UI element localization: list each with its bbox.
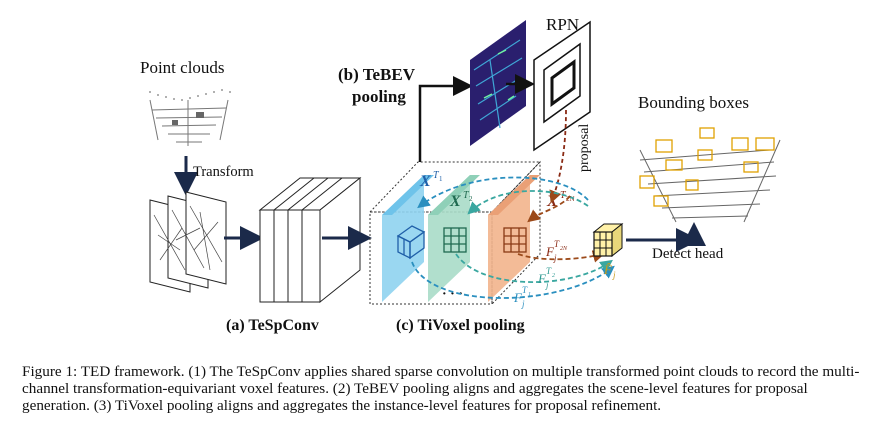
tebev-arrow <box>418 76 473 162</box>
svg-text:T: T <box>463 190 470 201</box>
bev-feature-map <box>470 20 526 146</box>
voxel-grid-blue <box>396 225 426 260</box>
rpn-block <box>533 20 591 152</box>
svg-text:2N: 2N <box>560 246 568 252</box>
transform-label: Transform <box>193 164 254 180</box>
svg-text:j: j <box>545 280 549 290</box>
voxel-grid-orange <box>503 227 527 253</box>
f-hat-subscript: j <box>612 270 616 280</box>
f-hat-label: F̂ <box>603 262 613 277</box>
tivoxel-label: (c) TiVoxel pooling <box>396 317 525 334</box>
x-t2-label: X T 2 <box>449 190 473 210</box>
svg-text:T: T <box>522 285 528 295</box>
tespconv-block <box>258 176 362 304</box>
tebev-label-line1: (b) TeBEV <box>338 65 416 84</box>
svg-text:F: F <box>513 290 523 305</box>
rpn-label: RPN <box>546 15 579 34</box>
curve-blue-bottom <box>411 261 615 299</box>
curve-blue-top <box>417 176 589 209</box>
svg-text:X: X <box>449 193 461 210</box>
svg-text:F: F <box>545 244 555 259</box>
ellipsis: · · · <box>442 287 463 302</box>
f-t2n-label: F j T 2N <box>545 239 568 263</box>
x-t1-label: X T 1 <box>419 170 443 190</box>
feature-slab-green <box>428 175 480 302</box>
svg-text:F: F <box>537 271 547 286</box>
curve-brown-top <box>527 195 571 223</box>
tespconv-label: (a) TeSpConv <box>226 317 319 334</box>
f-t2-label: F j T 2 <box>537 266 555 290</box>
svg-text:j: j <box>553 253 557 263</box>
a-star-superscript: * <box>510 123 515 133</box>
svg-text:1: 1 <box>439 175 443 183</box>
voxel-grid-green <box>443 227 467 253</box>
detect-head-label: Detect head <box>652 246 724 262</box>
bounding-boxes-image <box>639 127 781 223</box>
point-clouds-label: Point clouds <box>140 58 225 77</box>
a-star-label: A <box>499 127 509 142</box>
svg-text:T: T <box>554 239 560 249</box>
svg-text:1: 1 <box>528 292 531 298</box>
curve-teal-bottom <box>455 253 613 283</box>
curve-brown-bottom <box>517 250 606 263</box>
point-cloud-image <box>149 89 231 146</box>
figure-caption: Figure 1: TED framework. (1) The TeSpCon… <box>22 363 860 414</box>
f-t1-label: F j T 1 <box>513 285 531 309</box>
aggregated-voxel-feature <box>592 222 624 258</box>
framework-diagram: Point clouds Transform (a) TeSpConv <box>140 15 781 334</box>
transformed-point-clouds <box>149 191 227 293</box>
svg-text:j: j <box>521 299 525 309</box>
feature-slab-blue <box>382 175 434 302</box>
svg-text:2N: 2N <box>566 195 575 203</box>
svg-text:2: 2 <box>469 195 473 203</box>
svg-text:T: T <box>433 170 440 181</box>
svg-text:T: T <box>546 266 552 276</box>
feature-slab-orange <box>488 175 540 302</box>
svg-text:X: X <box>419 173 431 190</box>
tebev-label-line2: pooling <box>352 87 406 106</box>
svg-text:2: 2 <box>552 273 555 279</box>
proposal-label: proposal <box>577 124 592 172</box>
bounding-boxes-label: Bounding boxes <box>638 93 749 112</box>
curve-teal-top <box>467 190 589 215</box>
